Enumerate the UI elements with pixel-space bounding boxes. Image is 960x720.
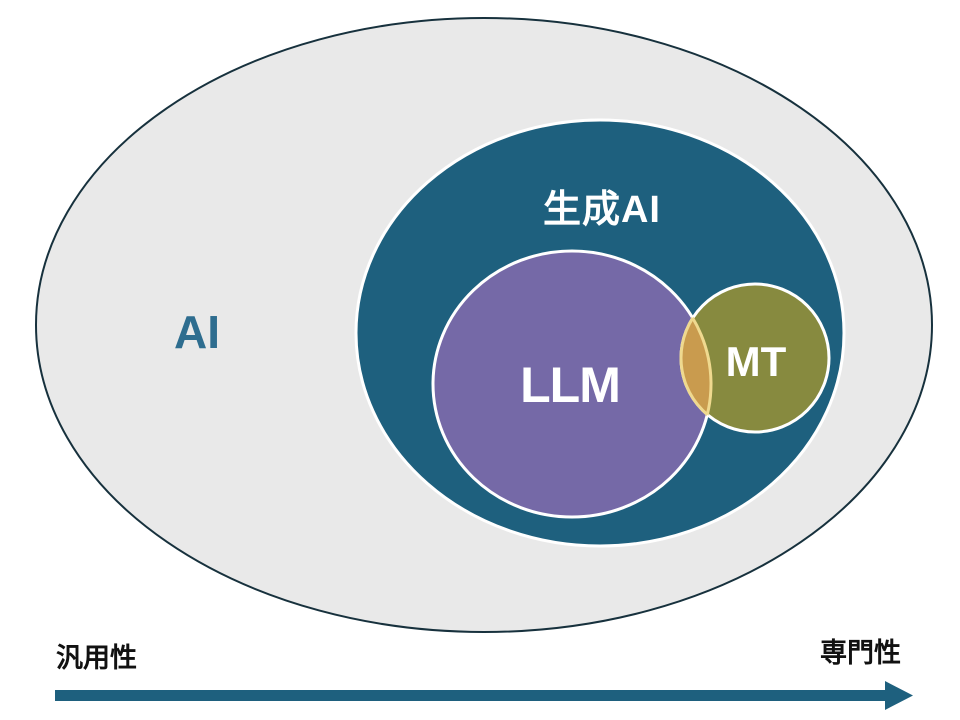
llm-label: LLM bbox=[520, 357, 620, 413]
axis-label-speciality: 専門性 bbox=[820, 638, 901, 668]
overlap-edge-left bbox=[679, 282, 711, 434]
ai-label: AI bbox=[174, 306, 220, 358]
mt-label: MT bbox=[726, 338, 787, 385]
axis-arrow bbox=[55, 681, 913, 710]
axis-arrow-head bbox=[885, 681, 913, 710]
axis-arrow-shaft bbox=[55, 690, 885, 701]
genai-label: 生成AI bbox=[543, 189, 661, 231]
overlap-edge-right bbox=[681, 284, 713, 432]
axis-label-generality: 汎用性 bbox=[56, 643, 137, 673]
